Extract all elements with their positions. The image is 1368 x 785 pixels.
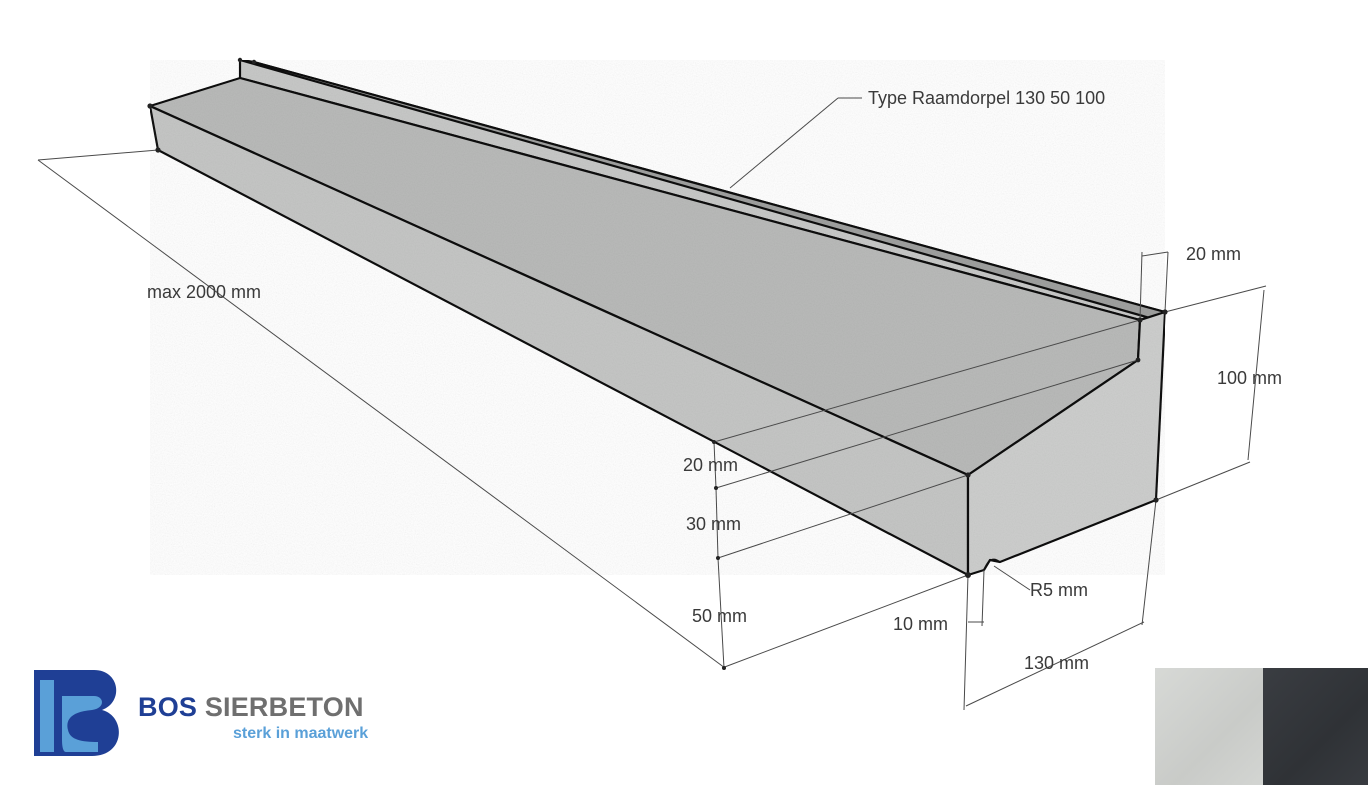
slope-height-label: 30 mm bbox=[686, 514, 742, 534]
brand-name: BOS SIERBETON bbox=[138, 694, 364, 721]
drip-offset-label: 10 mm bbox=[893, 614, 949, 634]
total-height-label: 100 mm bbox=[1217, 368, 1283, 388]
brand-logo: BOS SIERBETON sterk in maatwerk bbox=[32, 668, 392, 760]
upstand-height-label: 20 mm bbox=[683, 455, 739, 475]
dimension-ticks bbox=[147, 57, 1168, 670]
depth-label: 130 mm bbox=[1024, 653, 1090, 673]
color-swatches bbox=[1155, 668, 1368, 785]
front-height-label: 50 mm bbox=[692, 606, 748, 626]
drip-radius-label: R5 mm bbox=[1030, 580, 1088, 600]
swatch-anthracite bbox=[1263, 668, 1368, 785]
concrete-sill bbox=[148, 58, 1167, 577]
upstand-width-label: 20 mm bbox=[1186, 244, 1242, 264]
swatch-light-gray bbox=[1155, 668, 1263, 785]
end-profile-face bbox=[966, 310, 1167, 577]
brand-name-part1: BOS bbox=[138, 692, 198, 722]
edge-lines bbox=[149, 105, 1166, 571]
dimension-lines bbox=[37, 97, 1267, 711]
brand-name-part2: SIERBETON bbox=[204, 692, 364, 722]
product-type-label: Type Raamdorpel 130 50 100 bbox=[868, 88, 1106, 108]
brand-tagline: sterk in maatwerk bbox=[233, 725, 369, 742]
length-dimension-label: max 2000 mm bbox=[147, 282, 262, 302]
bos-logo-mark-icon bbox=[34, 670, 119, 756]
